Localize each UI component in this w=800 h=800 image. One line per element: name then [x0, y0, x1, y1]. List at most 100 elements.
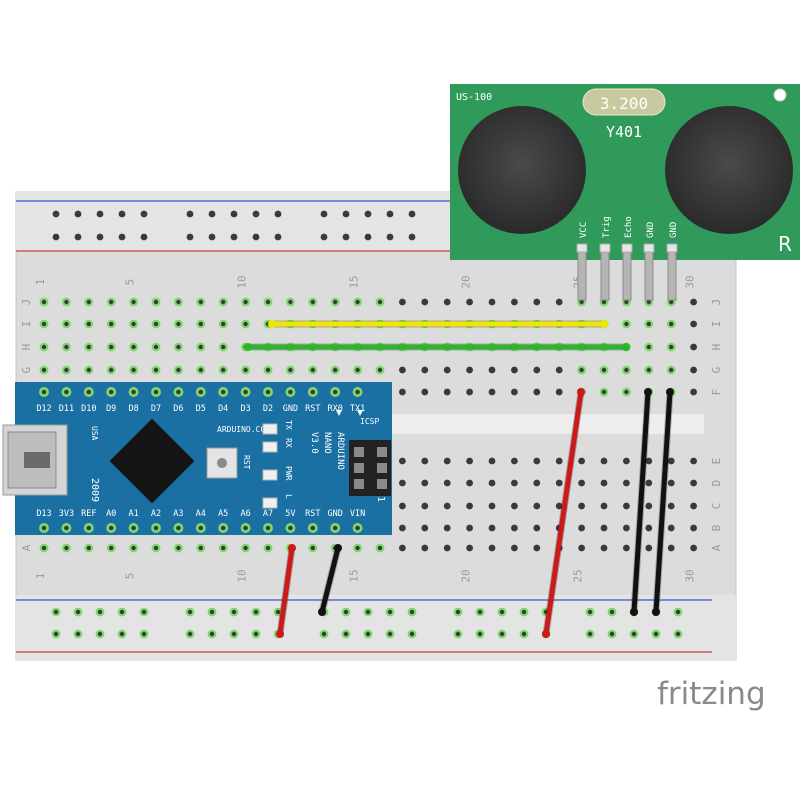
sensor-pin-label: Echo: [624, 216, 634, 238]
column-number-bottom: 5: [124, 573, 137, 580]
breadboard-hole: [466, 457, 473, 465]
column-number-bottom: 30: [684, 569, 697, 582]
breadboard-hole: [466, 502, 473, 510]
reset-button-label: RST: [242, 455, 251, 470]
led-label: PWR: [284, 466, 293, 481]
breadboard-hole: [466, 366, 473, 374]
rail-hole: [96, 233, 104, 241]
icsp-pin-one: 1: [375, 496, 386, 502]
nano-pin-label-bottom: A5: [218, 509, 228, 519]
breadboard-hole: [488, 502, 496, 510]
rail-hole: [230, 210, 238, 218]
breadboard-hole: [555, 388, 563, 396]
black-wire-gnd-end: [318, 608, 326, 616]
icsp-pin: [354, 463, 364, 473]
sensor-pin-label: VCC: [579, 222, 589, 238]
breadboard-hole: [623, 457, 630, 465]
icsp-pin: [377, 463, 387, 473]
sensor-pin-pad: [666, 243, 678, 253]
breadboard-hole: [511, 479, 518, 487]
column-number-top: 5: [124, 279, 137, 286]
black-wire-sensor-gnd-2-end: [652, 608, 660, 616]
breadboard-hole: [600, 502, 608, 510]
sensor-pin-label: Trig: [602, 216, 612, 238]
breadboard-hole: [421, 502, 429, 510]
breadboard-hole: [690, 366, 697, 374]
rail-hole: [74, 233, 82, 241]
row-letter: I: [20, 321, 33, 328]
sensor-pin: [577, 249, 587, 301]
breadboard-hole: [690, 544, 697, 552]
icsp-pin: [354, 479, 364, 489]
wires: [244, 320, 674, 638]
breadboard-hole: [421, 544, 429, 552]
red-wire-5v-end: [288, 544, 296, 552]
rail-hole: [386, 210, 394, 218]
breadboard-hole: [466, 479, 473, 487]
yellow-wire-end: [268, 320, 276, 328]
breadboard-hole: [443, 366, 451, 374]
breadboard-hole: [533, 502, 541, 510]
red-wire-5v: [277, 545, 295, 637]
breadboard-hole: [421, 388, 429, 396]
breadboard-hole: [511, 502, 518, 510]
breadboard-hole: [511, 366, 518, 374]
nano-pin-label-top: D4: [218, 404, 228, 414]
breadboard-hole: [578, 544, 585, 552]
breadboard-hole: [667, 502, 675, 510]
nano-pin-label-top: D6: [173, 404, 183, 414]
rail-hole: [252, 210, 260, 218]
black-wire-gnd-end: [334, 544, 342, 552]
breadboard-hole: [623, 524, 630, 532]
nano-pin-label-bottom: A4: [196, 509, 206, 519]
breadboard-hole: [443, 479, 451, 487]
red-wire-5v-end: [276, 630, 284, 638]
breadboard-hole: [399, 544, 406, 552]
icsp-pin: [354, 447, 364, 457]
breadboard-hole: [645, 544, 653, 552]
nano-pin-label-bottom: GND: [328, 509, 343, 519]
nano-pin-label-top: D10: [81, 404, 96, 414]
sensor-pin: [644, 249, 654, 301]
breadboard-hole: [511, 457, 518, 465]
breadboard-hole: [421, 457, 429, 465]
nano-pin-label-bottom: A7: [263, 509, 273, 519]
green-wire-end: [622, 343, 630, 351]
breadboard-hole: [533, 298, 541, 306]
sensor-crystal-text: 3.200: [600, 94, 648, 113]
breadboard-hole: [645, 502, 653, 510]
rail-hole: [320, 233, 328, 241]
breadboard-hole: [443, 457, 451, 465]
sensor-pin-pad: [599, 243, 611, 253]
column-number-bottom: 25: [572, 569, 585, 582]
reset-button-cap[interactable]: [217, 458, 227, 468]
led-icon: [262, 497, 278, 509]
breadboard-hole: [443, 298, 451, 306]
breadboard-hole: [421, 298, 429, 306]
arduino-nano[interactable]: RST ARDUINO.CC USA 2009 ARDUINONANOV3.0 …: [2, 382, 392, 535]
sensor-chip-label: Y401: [606, 123, 642, 141]
rail-hole: [74, 210, 82, 218]
breadboard-hole: [466, 544, 473, 552]
breadboard-hole: [443, 388, 451, 396]
sensor-pin-pad: [621, 243, 633, 253]
sensor-pin: [667, 249, 677, 301]
breadboard-hole: [690, 457, 697, 465]
nano-pin-label-bottom: A1: [128, 509, 138, 519]
breadboard-hole: [421, 524, 429, 532]
icsp-label: ICSP: [360, 417, 379, 426]
black-wire-sensor-gnd-2-end: [666, 388, 674, 396]
rail-hole: [186, 233, 194, 241]
breadboard-hole: [488, 388, 496, 396]
breadboard-hole: [533, 366, 541, 374]
breadboard-hole: [443, 502, 451, 510]
breadboard-hole: [511, 524, 518, 532]
led-label: TX: [284, 420, 293, 430]
sensor-model-label: US-100: [456, 92, 492, 103]
breadboard-hole: [578, 457, 585, 465]
breadboard-hole: [421, 366, 429, 374]
breadboard-hole: [578, 479, 585, 487]
